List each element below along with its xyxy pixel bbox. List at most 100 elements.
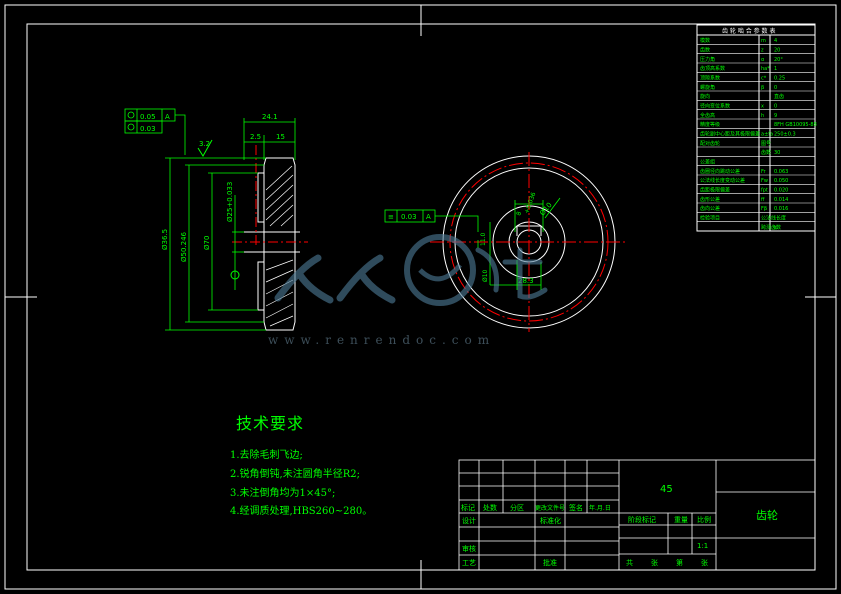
params-row-value: 0.063 <box>774 169 788 175</box>
params-row-symbol: ha* <box>761 66 770 72</box>
params-row-symbol: a±fa <box>761 132 773 138</box>
row-standard: 标准化 <box>540 516 561 525</box>
params-row-value: 1 <box>774 66 777 72</box>
watermark-logo <box>274 234 548 306</box>
params-row-label: 检验项目 <box>700 215 720 222</box>
dim-key-tol: +0.036 <box>523 191 537 214</box>
gdt-symmetry-symbol: ≡ <box>388 213 394 221</box>
col-header-5: 年.月.日 <box>589 504 611 512</box>
dim-hub: Ø70 <box>203 236 211 250</box>
params-row-value: 20° <box>774 57 783 63</box>
gdt-frames-side <box>124 108 186 155</box>
material: 45 <box>660 484 673 495</box>
params-table: 齿 轮 啮 合 参 数 表模数 m 4 齿数 z 20 压力角 α 20° 齿顶高系数 ha* 1 顶隙… <box>696 24 817 232</box>
tech-req-item-3: 3.未注倒角均为1×45°; <box>230 488 336 499</box>
row-review: 审核 <box>462 544 476 553</box>
sheet-word-2: 第 <box>676 558 683 567</box>
dim-top-b: 15 <box>276 133 285 141</box>
params-row-label: 公差组 <box>700 159 715 166</box>
params-row-symbol: ff <box>761 197 765 203</box>
dim-bore: Ø25+0.033 <box>226 182 234 222</box>
params-row-symbol: m <box>761 38 766 44</box>
params-row-label: 径向变位系数 <box>700 103 730 110</box>
params-row-value: 4 <box>774 38 777 44</box>
col-header-2: 分区 <box>510 503 524 512</box>
params-row-symbol: 跨测齿数 <box>761 224 781 231</box>
params-row-value: k <box>774 225 777 231</box>
part-name: 齿轮 <box>756 508 778 522</box>
params-row-symbol: Fr <box>761 169 767 175</box>
params-row-symbol: fpt <box>761 188 768 194</box>
title-block-text: 标记 处数 分区 更改文件号 签名 年.月.日 设计 标准化 审核 工艺 批准 … <box>461 484 778 567</box>
params-row-value: 8FH GB10095-88 <box>774 122 817 128</box>
row-design: 设计 <box>462 516 476 525</box>
params-row-symbol: 图号 <box>761 141 771 147</box>
top-dimensions <box>243 118 296 160</box>
params-row-value: 直齿 <box>774 93 784 100</box>
col-header-1: 处数 <box>483 503 497 512</box>
params-row-symbol: Fβ <box>761 206 767 212</box>
dim-pitch: Ø50.246 <box>180 231 188 262</box>
tech-req-item-2: 2.锐角倒钝,未注圆角半径R2; <box>230 469 360 480</box>
front-dimensions <box>384 197 561 290</box>
params-row-label: 齿顶高系数 <box>700 65 725 72</box>
params-row-value: 0 <box>774 104 777 110</box>
params-row-value: 20 <box>774 48 780 54</box>
params-row-symbol: Fw <box>761 178 768 184</box>
dim-key-depth: 28.3 <box>518 277 534 285</box>
dim-top-a: 2.5 <box>250 133 261 141</box>
params-row-label: 全齿高 <box>700 112 715 119</box>
scale-value: 1:1 <box>697 542 708 550</box>
params-row-value: 0.016 <box>774 206 788 212</box>
params-row-label: 齿圈径向跳动公差 <box>700 168 740 175</box>
dim-top-total: 24.1 <box>262 113 278 121</box>
sheet-word-0: 共 <box>626 558 633 567</box>
roughness-value: 3.2 <box>199 140 210 148</box>
params-row-value: 0.050 <box>774 178 788 184</box>
params-row-symbol: 公法线长度 <box>761 215 786 222</box>
sheet-word-1: 张 <box>651 558 658 567</box>
params-row-symbol: x <box>761 104 764 110</box>
dim-key-width: 8 <box>515 211 523 217</box>
stage-label: 阶段标记 <box>628 515 656 524</box>
dim-bore-side: Ø10 <box>482 269 489 282</box>
tech-req-item-4: 4.经调质处理,HBS260~280。 <box>230 506 373 517</box>
gdt-symmetry-value: 0.03 <box>401 213 417 221</box>
params-row-label: 模数 <box>700 37 710 44</box>
params-row-label: 齿轮副中心距及其极限偏差 <box>700 131 760 138</box>
hatch-top <box>265 165 294 227</box>
col-header-4: 签名 <box>569 503 583 512</box>
left-dimensions <box>165 157 266 331</box>
params-row-label: 齿向公差 <box>700 205 720 212</box>
params-row-label: 压力角 <box>700 56 715 63</box>
params-row-label: 顶隙系数 <box>700 75 720 82</box>
gdt-runout-value: 0.05 <box>140 113 156 121</box>
params-row-symbol: α <box>761 57 765 63</box>
col-header-0: 标记 <box>461 503 475 512</box>
dim-vertical: 11.0 <box>480 232 487 246</box>
tech-req-title: 技术要求 <box>236 414 305 433</box>
params-row-symbol: z <box>761 48 764 54</box>
col-header-3: 更改文件号 <box>535 504 565 512</box>
params-row-value: 250±0.3 <box>774 132 796 138</box>
title-block <box>458 459 816 571</box>
params-row-symbol: β <box>761 85 764 91</box>
params-row-value: 30 <box>774 150 780 156</box>
gdt-runout-datum: A <box>165 113 170 121</box>
params-row-symbol: 齿数 <box>761 149 771 156</box>
gdt-flatness-value: 0.03 <box>140 125 156 133</box>
params-row-label: 旋向 <box>700 93 710 100</box>
params-row-label: 配对齿轮 <box>700 140 720 147</box>
params-table-title: 齿 轮 啮 合 参 数 表 <box>722 27 775 35</box>
params-row-label: 齿形公差 <box>700 196 720 203</box>
sheet-word-3: 张 <box>701 558 708 567</box>
params-row-value: 0 <box>774 85 777 91</box>
params-row-value: 0.014 <box>774 197 788 203</box>
side-view: 0.05 A 0.03 24.1 2.5 15 3.2 Ø36.5 Ø50.24… <box>124 108 308 331</box>
params-row-label: 齿数 <box>700 47 710 54</box>
params-row-value: 0.020 <box>774 188 788 194</box>
datum-a-marker <box>230 270 240 280</box>
gdt-symmetry-datum: A <box>426 213 431 221</box>
ratio-label: 比例 <box>697 515 711 524</box>
